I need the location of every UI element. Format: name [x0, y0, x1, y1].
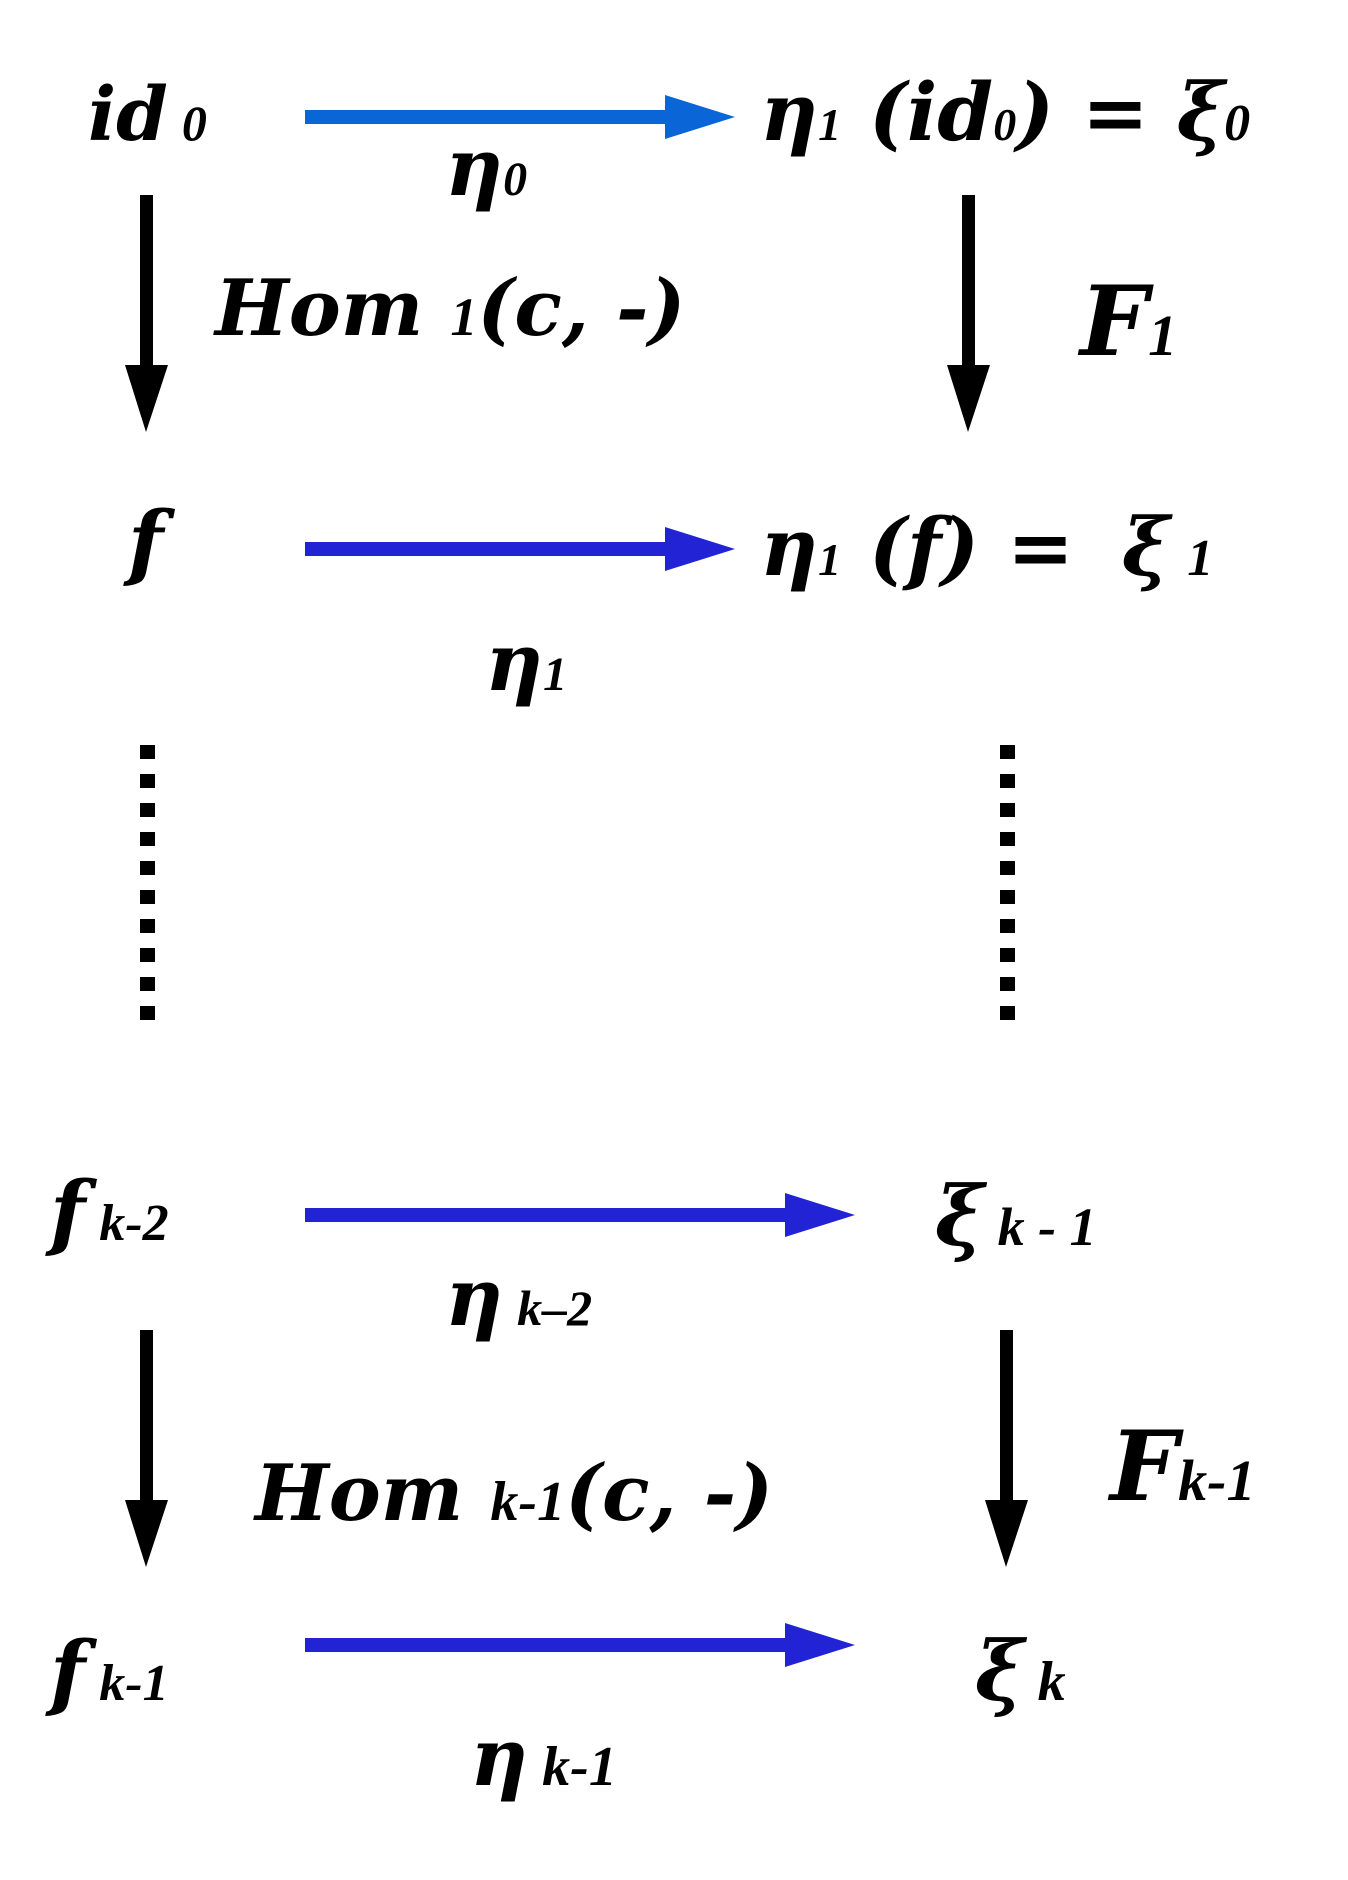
- edge-F-k-1-main: F: [1107, 1410, 1184, 1523]
- edge-hom-1-rest: (c, -): [477, 263, 685, 354]
- edge-hom-k-1-rest: (c, -): [565, 1448, 773, 1539]
- ellipsis-right: [1000, 745, 1015, 1020]
- node-xi-k-main: ξ: [975, 1624, 1028, 1720]
- arrow-F1: [947, 195, 990, 432]
- edge-hom-k-1-main: Hom: [253, 1448, 490, 1539]
- edge-hom-k-1: Hom k-1(c, -): [253, 1448, 773, 1539]
- edge-F1: F1: [1077, 265, 1177, 378]
- node-f-k-1-sub: k-1: [99, 1655, 168, 1712]
- edge-eta1-main: η: [485, 615, 543, 709]
- node-f: f: [123, 494, 175, 590]
- node-xi-k-1-main: ξ: [935, 1169, 988, 1265]
- node-eta1-id0-tail: ) = ξ: [1012, 65, 1228, 159]
- node-eta1-id0-rest-sub: 0: [993, 99, 1016, 150]
- edge-eta-k-1-main: η: [470, 1710, 528, 1804]
- node-eta1-f-sub: 1: [818, 534, 841, 585]
- edge-hom-k-1-sub: k-1: [490, 1471, 565, 1533]
- node-eta1-f-rest: (f) =: [841, 500, 1102, 594]
- edge-F-k-1: Fk-1: [1107, 1410, 1255, 1523]
- edge-eta-k-2-main: η: [445, 1250, 503, 1344]
- edge-F-k-1-sub: k-1: [1178, 1448, 1255, 1513]
- node-f-k-2-sub: k-2: [99, 1195, 168, 1252]
- node-f-k-2-main: f: [45, 1164, 97, 1260]
- node-eta1-id0-rest: (id: [841, 65, 993, 159]
- arrow-eta-k-2: [305, 1193, 855, 1237]
- arrow-hom-k-1: [125, 1330, 168, 1567]
- edge-F1-main: F: [1077, 265, 1154, 378]
- edge-hom-1: Hom 1(c, -): [213, 263, 685, 354]
- node-eta1-id0: η1 (id0) = ξ0: [760, 65, 1250, 159]
- edge-eta0-main: η: [445, 120, 503, 214]
- arrow-hom-1: [125, 195, 168, 432]
- node-eta1-id0-sub: 1: [818, 99, 841, 150]
- ellipsis-left: [140, 745, 155, 1020]
- node-eta1-id0-tail-sub: 0: [1224, 95, 1250, 152]
- node-eta1-f-tail: ξ: [1122, 500, 1173, 594]
- edge-eta0-sub: 0: [503, 153, 527, 206]
- node-xi-k-sub: k: [1038, 1651, 1066, 1713]
- arrow-eta-k-1: [305, 1623, 855, 1667]
- node-id0-sub: 0: [182, 95, 207, 151]
- node-eta1-f-main: η: [760, 500, 818, 594]
- edge-hom-1-main: Hom: [213, 263, 450, 354]
- node-eta1-f-tail-sub: 1: [1187, 530, 1213, 587]
- node-eta1-id0-main: η: [760, 65, 818, 159]
- edge-eta0: η0: [445, 120, 527, 214]
- arrow-eta0: [305, 95, 735, 139]
- edge-eta-k-1-sub: k-1: [542, 1736, 617, 1798]
- arrow-eta1: [305, 527, 735, 571]
- edge-eta1-sub: 1: [543, 648, 567, 701]
- edge-eta-k-2-sub: k–2: [517, 1280, 592, 1336]
- edge-hom-1-sub: 1: [450, 287, 477, 347]
- arrow-F-k-1: [985, 1330, 1028, 1567]
- edge-F1-sub: 1: [1148, 303, 1177, 368]
- node-f-main: f: [123, 494, 175, 590]
- node-f-k-1-main: f: [45, 1624, 97, 1720]
- edge-eta1: η1: [485, 615, 567, 709]
- node-id0-main: id: [88, 72, 168, 158]
- node-xi-k-1-sub: k - 1: [998, 1197, 1097, 1257]
